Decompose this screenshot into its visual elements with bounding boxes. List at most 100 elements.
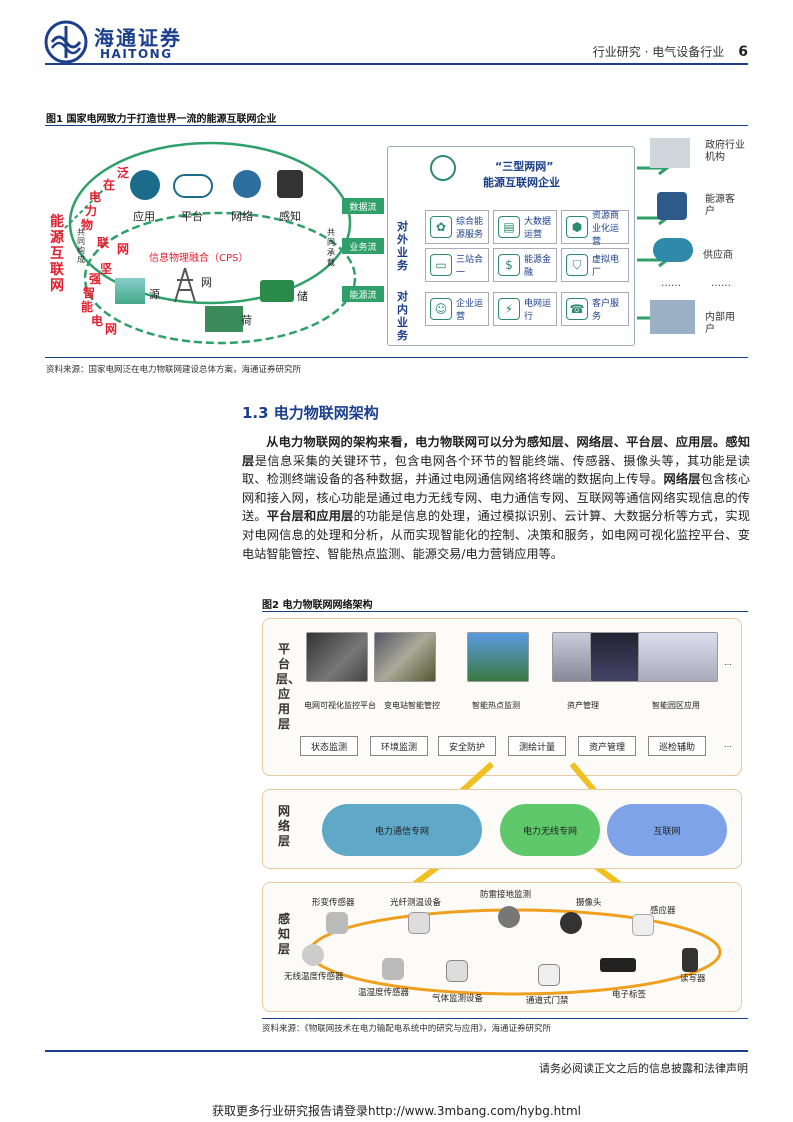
platform-caption: 变电站智能管控	[384, 701, 440, 710]
wireless-temp-icon	[302, 944, 324, 966]
platform-caption: 智能热点监测	[472, 701, 520, 710]
business-flow-arrow: 业务流	[342, 238, 384, 254]
page-number: 6	[738, 44, 748, 60]
internal-item: ⚡电网运行	[493, 292, 557, 326]
dashes: ……	[711, 278, 731, 289]
app-pill: 资产管理	[578, 736, 636, 756]
resource-icon: ⬢	[566, 216, 588, 238]
power-comm-network-cloud: 电力通信专网	[322, 804, 482, 856]
fig1-source: 资料来源：国家电网泛在电力物联网建设总体方案，海通证券研究所	[46, 365, 302, 375]
device-label: 电子标签	[612, 990, 647, 1000]
right-item-customers: 能源客户	[705, 194, 735, 217]
footer-link-text[interactable]: 获取更多行业研究报告请登录http://www.3mbang.com/hybg.…	[211, 1104, 581, 1118]
term-network: 网络层	[663, 472, 701, 487]
upper-arc-char: 联	[97, 236, 110, 250]
people-icon: ☺	[430, 298, 452, 320]
deformation-sensor-icon	[326, 912, 348, 934]
substation-thumb	[374, 632, 436, 682]
fig1-ellipses	[54, 141, 357, 345]
external-item: ▤大数据运营	[493, 210, 557, 244]
right-item-government: 政府行业机构	[705, 140, 745, 163]
lead-sentence: 从电力物联网的架构来看，电力物联网可以分为感知层、网络层、平台层、应用层。	[266, 435, 726, 449]
factory-icon	[205, 306, 243, 332]
internal-business-label: 对内业务	[397, 290, 408, 342]
external-item: ▭三站合一	[425, 248, 489, 282]
external-item: $能源金融	[493, 248, 557, 282]
device-label: 防雷接地监测	[480, 890, 532, 900]
device-label: 无线温度传感器	[284, 972, 344, 982]
bottom-label-grid: 网	[201, 276, 212, 289]
government-building-icon	[650, 138, 690, 168]
device-label: 感应器	[650, 906, 676, 916]
finance-icon: $	[498, 254, 520, 276]
fig2-source: 资料来源：《物联网技术在电力输配电系统中的研究与应用》，海通证券研究所	[262, 1024, 552, 1034]
gate-access-icon	[538, 964, 560, 986]
platform-caption: 资产管理	[567, 701, 599, 710]
icon-label-app: 应用	[133, 210, 155, 223]
footer-disclaimer: 请务必阅读正文之后的信息披露和法律声明	[539, 1062, 748, 1075]
term-platform: 平台层和应用层	[266, 509, 354, 524]
icon-label-network: 网络	[231, 210, 253, 223]
icon-label-platform: 平台	[181, 210, 203, 223]
fig2-diagram: 平台层、应用层 … 电网可视化监控平台 变电站智能管控 智能热点监测 资产管理 …	[262, 614, 748, 1018]
energy-flow-arrow: 能源流	[342, 286, 384, 302]
fig1-energy-internet-label: 能源互联网	[50, 214, 64, 294]
bottom-label-source: 源	[149, 288, 160, 301]
right-item-supplier: 供应商	[703, 250, 733, 261]
device-label: 温湿度传感器	[358, 988, 410, 998]
term-perception: 感知层	[242, 435, 751, 468]
app-pill: 巡检辅助	[648, 736, 706, 756]
upper-arc-char: 泛	[117, 166, 130, 180]
gas-monitor-icon	[446, 960, 468, 982]
data-flow-arrow: 数据流	[342, 198, 384, 214]
device-label: 光纤测温设备	[390, 898, 442, 908]
ellipsis: …	[724, 658, 732, 667]
humidity-sensor-icon	[382, 958, 404, 980]
source-icon	[115, 278, 145, 304]
app-pill: 测绘计量	[508, 736, 566, 756]
fig1-top-rule	[45, 125, 748, 126]
internal-item: ☎客户服务	[561, 292, 629, 326]
logo-cn-text: 海通证券	[94, 26, 182, 50]
network-globe-icon	[233, 170, 261, 198]
customer-icon: ☎	[566, 298, 588, 320]
supplier-truck-icon	[653, 238, 693, 262]
upper-arc-char: 物	[81, 218, 94, 232]
bottom-label-storage: 储	[297, 290, 308, 303]
fig2-bottom-rule	[262, 1018, 748, 1019]
right-item-internal: 内部用户	[705, 312, 735, 335]
external-business-label: 对外业务	[397, 220, 408, 272]
fig1-bottom-rule	[45, 357, 748, 358]
para-network: 包含核心网和接入网，核心功能是通过电力无线专网、电力通信专网、互联网等通信网络实…	[242, 472, 751, 524]
internal-item: ☺企业运营	[425, 292, 489, 326]
center-title: “三型两网”	[495, 160, 554, 173]
park-thumb	[638, 632, 718, 682]
device-label: 摄像头	[576, 898, 602, 908]
header-rule	[45, 63, 748, 65]
network-layer-label: 网络层	[277, 804, 290, 848]
fig2-caption: 图2 电力物联网网络架构	[262, 600, 373, 611]
dashes: ……	[661, 278, 681, 289]
bigdata-icon: ▤	[498, 216, 520, 238]
bottom-label-load: 荷	[241, 314, 252, 327]
perception-layer-label: 感知层	[277, 912, 290, 956]
camera-icon	[560, 912, 582, 934]
icon-label-sense: 感知	[279, 210, 301, 223]
upper-arc-char: 在	[103, 178, 116, 192]
internal-users-icon	[650, 300, 695, 334]
haitong-logo: 海通证券 HAITONG	[44, 20, 194, 64]
reader-icon	[682, 948, 698, 972]
lower-arc-char: 强	[89, 272, 102, 286]
fig1-diagram: 能源互联网 泛 在 电 力 物 联 网 共同构成 坚 强 智 能 电 网 应用 …	[45, 128, 748, 353]
body-paragraph: 从电力物联网的架构来看，电力物联网可以分为感知层、网络层、平台层、应用层。感知层…	[242, 433, 750, 563]
para-perception: 是信息采集的关键环节，包含电网各个环节的智能终端、传感器、摄像头等，其功能是读取…	[242, 453, 751, 487]
inductor-icon	[632, 914, 654, 936]
section-title: 1.3 电力物联网架构	[242, 404, 379, 422]
platform-caption: 电网可视化监控平台	[304, 701, 376, 710]
truck-icon: ▭	[430, 254, 452, 276]
device-label: 通道式门禁	[526, 996, 569, 1006]
upper-arc-char: 力	[85, 204, 98, 218]
center-subtitle: 能源互联网企业	[483, 176, 560, 189]
lower-arc-char: 电	[91, 314, 104, 328]
